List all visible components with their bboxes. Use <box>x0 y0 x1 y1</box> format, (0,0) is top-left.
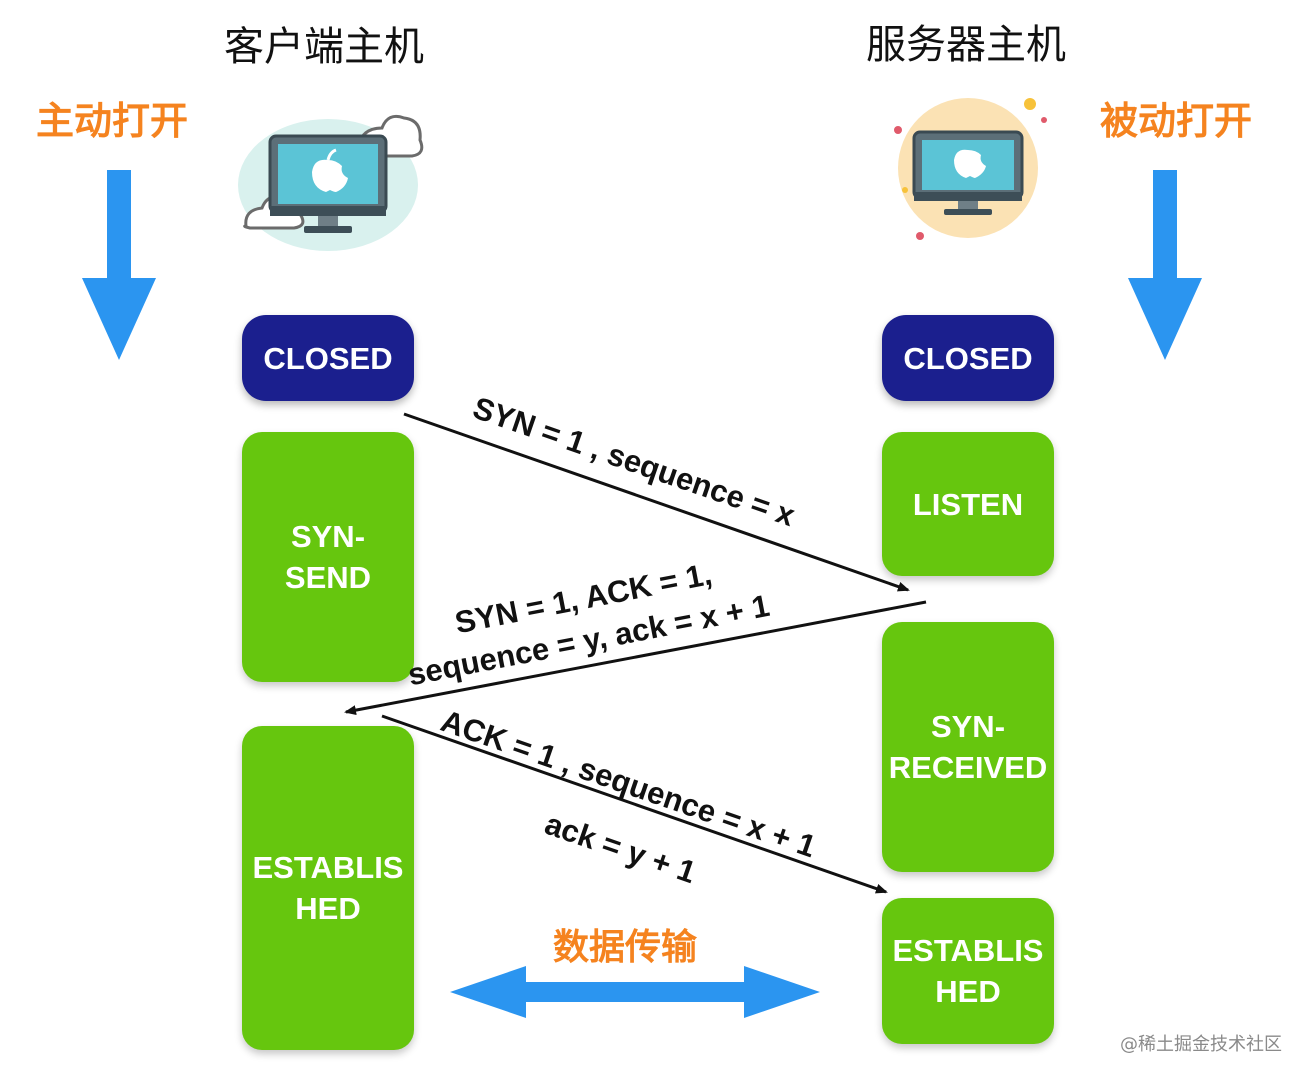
server-state-established: ESTABLIS HED <box>882 898 1054 1044</box>
client-state-syn-send: SYN- SEND <box>242 432 414 682</box>
client-state-established: ESTABLIS HED <box>242 726 414 1050</box>
syn-ack-arrow <box>344 600 927 716</box>
client-state-closed: CLOSED <box>242 315 414 401</box>
client-host-title: 客户端主机 <box>224 24 424 70</box>
server-state-closed: CLOSED <box>882 315 1054 401</box>
left-down-arrow-icon <box>82 170 156 360</box>
server-state-listen: LISTEN <box>882 432 1054 576</box>
active-open-label: 主动打开 <box>36 99 189 143</box>
ack-arrow <box>381 714 888 894</box>
data-transfer-label: 数据传输 <box>553 927 698 968</box>
syn-arrow <box>403 412 910 592</box>
watermark-text: @稀土掘金技术社区 <box>1120 1034 1282 1055</box>
right-down-arrow-icon <box>1128 170 1202 360</box>
server-state-syn-received: SYN- RECEIVED <box>882 622 1054 872</box>
passive-open-label: 被动打开 <box>1100 99 1253 143</box>
server-host-title: 服务器主机 <box>866 22 1066 68</box>
